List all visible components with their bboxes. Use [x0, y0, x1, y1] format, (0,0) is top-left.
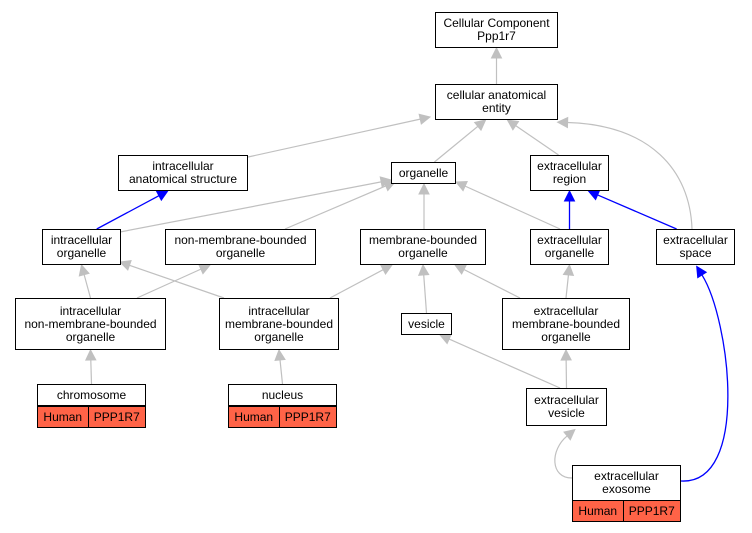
arrowhead-ecs-to-ecr [587, 189, 601, 201]
edge-ecs-to-ecr [597, 194, 677, 230]
node-nucleus[interactable]: nucleus [228, 384, 337, 406]
node-label: nucleus [261, 387, 304, 402]
arrowhead-eco-to-organelle [454, 181, 468, 192]
edge-embo-to-eco [565, 274, 570, 299]
arrowhead-embo-to-mbo [454, 264, 467, 275]
arrowhead-imbo-to-mbo [380, 264, 393, 276]
edge-io-to-organelle [119, 181, 382, 233]
node-label: organelle [398, 165, 449, 180]
annotation-species: Human [229, 407, 280, 427]
edge-imbo-to-io [129, 264, 225, 299]
edge-organelle-to-cae [434, 125, 479, 163]
annotation-row-chromosome: Human PPP1R7 [37, 406, 146, 428]
arrowhead-ecv-to-vesicle [438, 333, 452, 345]
arrowhead-cae-to-root [490, 46, 503, 59]
edge-imbo-to-mbo [329, 269, 384, 299]
arrowhead-ecv-to-embo [560, 348, 572, 361]
arrowhead-exosome-to-ecs [696, 265, 708, 279]
edge-ecv-to-vesicle [448, 338, 561, 389]
edge-io-to-ias [96, 195, 160, 230]
arrowhead-ecr-to-cae [506, 119, 520, 131]
node-vesicle[interactable]: vesicle [401, 313, 452, 335]
arrowhead-eco-to-ecr [563, 189, 576, 202]
arrowhead-ecs-to-cae [556, 116, 569, 129]
node-chromosome[interactable]: chromosome [37, 384, 146, 406]
edge-inmbo-to-nmbo [136, 268, 202, 299]
edge-nmbo-to-organelle [284, 185, 387, 230]
arrowhead-inmbo-to-nmbo [198, 264, 212, 275]
edge-eco-to-organelle [464, 185, 561, 230]
node-label: vesicle [408, 316, 445, 331]
arrowhead-mbo-to-organelle [418, 182, 430, 195]
edge-exosome-to-ecv [554, 435, 573, 479]
arrowhead-imbo-to-io [118, 259, 132, 271]
node-label: chromosome [56, 387, 127, 402]
arrowhead-exosome-to-ecv [563, 428, 576, 441]
arrowhead-io-to-ias [155, 190, 169, 202]
edge-nucleus-to-imbo [279, 359, 284, 385]
arrowhead-inmbo-to-io [78, 263, 90, 277]
annotation-gene[interactable]: PPP1R7 [93, 410, 140, 424]
node-organelle[interactable]: organelle [391, 162, 456, 184]
annotation-row-nucleus: Human PPP1R7 [228, 406, 337, 428]
annotation-gene[interactable]: PPP1R7 [628, 504, 675, 518]
annotation-gene[interactable]: PPP1R7 [284, 410, 331, 424]
edge-exosome-to-ecs [680, 274, 729, 482]
edge-ecs-to-cae [567, 121, 693, 230]
arrowhead-vesicle-to-mbo [417, 263, 430, 276]
edge-ecr-to-cae [515, 125, 559, 156]
arrowhead-ias-to-cae [418, 113, 432, 125]
edge-embo-to-mbo [463, 268, 521, 299]
edge-chromosome-to-inmbo [90, 359, 93, 385]
annotation-row-exosome: Human PPP1R7 [572, 500, 681, 522]
annotation-species: Human [38, 407, 89, 427]
edge-ias-to-cae [247, 118, 421, 158]
arrowhead-chromosome-to-inmbo [85, 348, 97, 361]
arrowhead-organelle-to-cae [473, 119, 487, 132]
annotation-species: Human [573, 501, 624, 521]
edge-vesicle-to-mbo [423, 274, 428, 314]
arrowhead-embo-to-eco [562, 263, 575, 277]
edge-inmbo-to-io [83, 274, 92, 299]
arrowhead-nucleus-to-imbo [274, 348, 286, 362]
